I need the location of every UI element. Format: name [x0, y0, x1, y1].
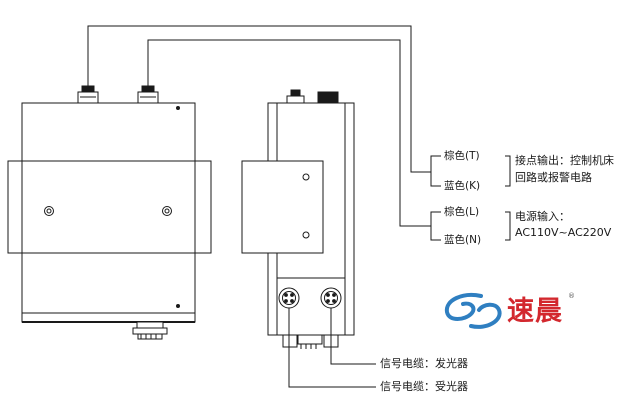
left-unit-front-view: [7, 85, 212, 340]
wire-output: [87, 25, 431, 173]
wire-power: [147, 39, 431, 227]
bracket-screw-left: [44, 206, 54, 216]
wire-label-blue-k: 蓝色(K): [444, 180, 481, 192]
emitter-signal-connector: [278, 287, 300, 309]
registered-mark: ®: [568, 292, 575, 300]
left-cable-gland-2: [137, 85, 159, 104]
right-unit-side-view: [241, 89, 355, 349]
wire-receiver-signal: [288, 308, 376, 388]
left-cable-gland-1: [77, 85, 99, 104]
power-description-line1: 电源输入：: [515, 210, 570, 223]
emitter-cable-label: 信号电缆：发光器: [380, 357, 468, 370]
left-unit-base: [21, 312, 196, 323]
power-description-line2: AC110V~AC220V: [515, 226, 612, 239]
right-top-connector-2: [317, 91, 339, 104]
left-unit-bottom-connector: [136, 321, 164, 329]
brand-logo-text: 速晨: [507, 296, 563, 327]
wire-label-brown-l: 棕色(L): [444, 206, 480, 218]
left-unit-mounting-bracket: [7, 160, 212, 254]
wire-label-brown-t: 棕色(T): [444, 150, 480, 162]
wires: [87, 25, 511, 388]
right-top-connector-1: [286, 89, 305, 104]
wire-label-blue-n: 蓝色(N): [444, 234, 482, 246]
brand-logo-swirl: [444, 293, 502, 329]
output-description-line2: 回路或报警电路: [515, 171, 592, 184]
right-unit-bracket: [241, 160, 324, 254]
receiver-cable-label: 信号电缆：受光器: [380, 380, 468, 393]
left-unit-body-lower: [21, 252, 196, 314]
bracket-screw-right: [162, 206, 172, 216]
receiver-signal-connector: [320, 287, 342, 309]
left-unit-body-upper: [21, 102, 196, 162]
output-description-line1: 接点输出：控制机床: [515, 154, 614, 167]
wire-emitter-signal: [330, 308, 376, 365]
